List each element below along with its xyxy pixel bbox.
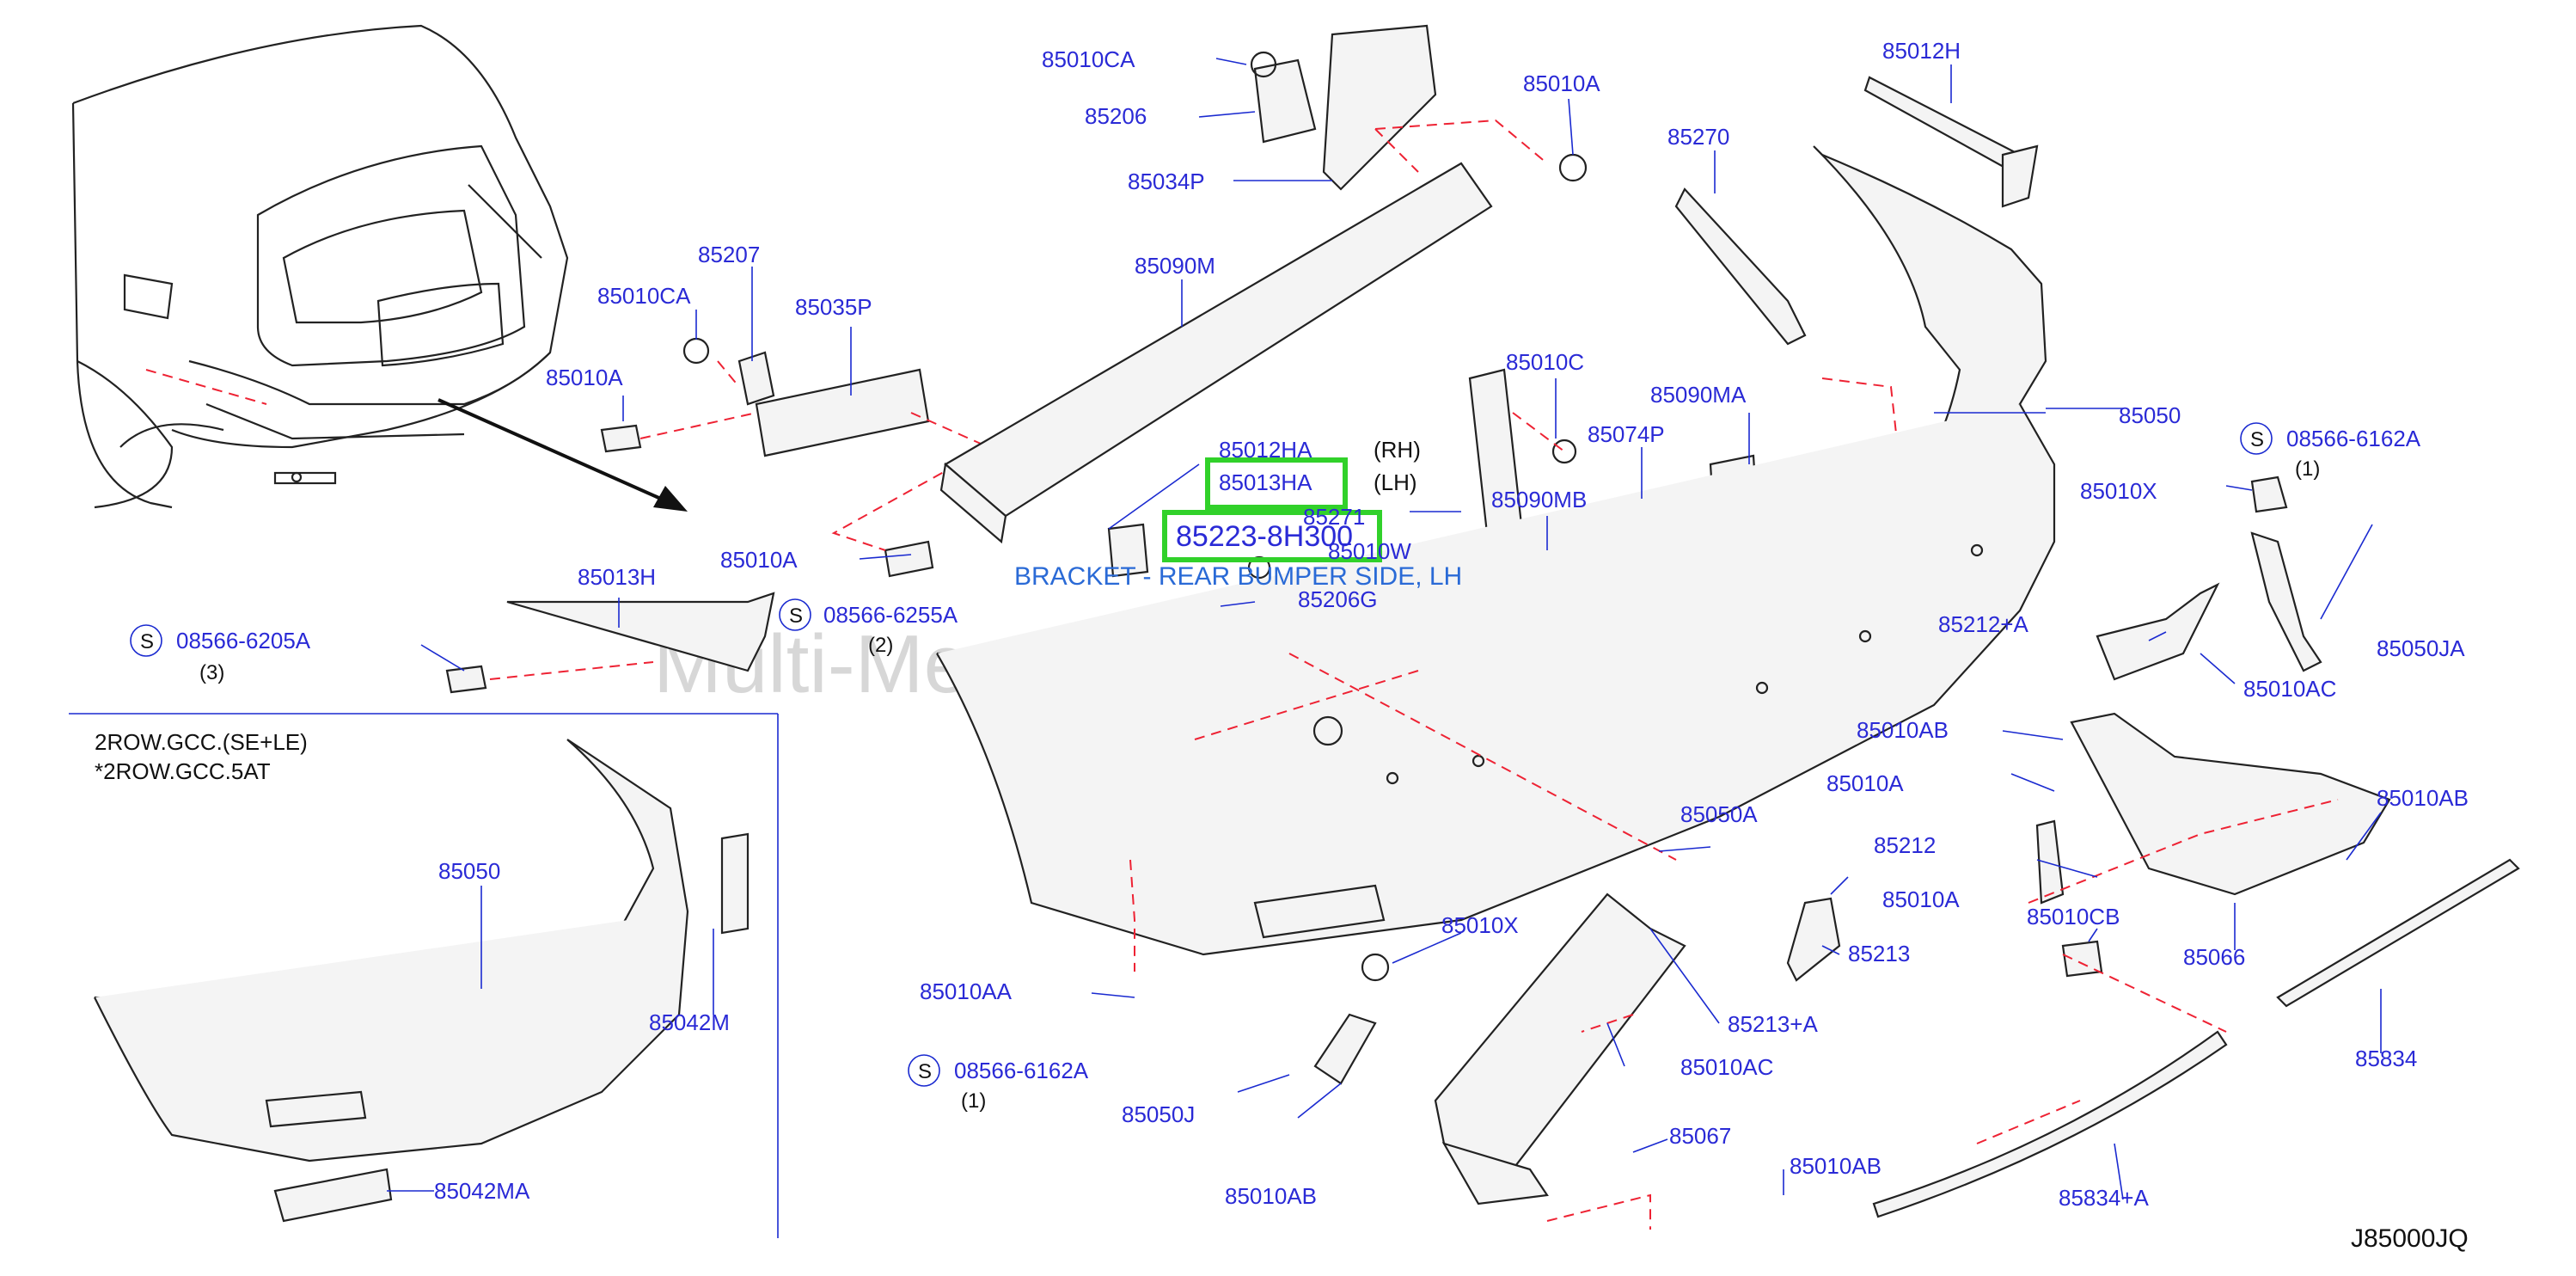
- label-85042m[interactable]: 85042M: [649, 1009, 730, 1035]
- label-85010c[interactable]: 85010C: [1506, 349, 1584, 375]
- top-right-bracket: [1863, 76, 2039, 208]
- label-85010ac-lower[interactable]: 85010AC: [1680, 1054, 1773, 1080]
- vehicle-rear-view: [71, 24, 688, 512]
- label-85010a-left[interactable]: 85010A: [546, 365, 623, 390]
- label-85206g[interactable]: 85206G: [1298, 586, 1378, 612]
- label-85013ha[interactable]: 85013HA: [1219, 469, 1312, 495]
- label-85010x-lower[interactable]: 85010X: [1441, 912, 1519, 938]
- screw-s-1: S: [789, 604, 803, 628]
- label-85042ma[interactable]: 85042MA: [434, 1178, 530, 1204]
- label-08566-6162a-lower[interactable]: 08566-6162A: [954, 1058, 1089, 1083]
- qty-3: (3): [199, 661, 224, 684]
- diagram-code: J85000JQ: [2351, 1224, 2469, 1253]
- label-85050a[interactable]: 85050A: [1680, 801, 1758, 827]
- label-85010ab-lower2[interactable]: 85010AB: [1790, 1153, 1882, 1179]
- label-85010ca-left[interactable]: 85010CA: [597, 283, 691, 309]
- label-85090ma[interactable]: 85090MA: [1650, 382, 1747, 408]
- label-85010a-right[interactable]: 85010A: [1826, 770, 1904, 796]
- screw-s-2: S: [140, 630, 154, 653]
- label-08566-6205a[interactable]: 08566-6205A: [176, 628, 311, 653]
- label-85010x-right[interactable]: 85010X: [2080, 478, 2157, 504]
- label-08566-6255a[interactable]: 08566-6255A: [823, 602, 958, 628]
- label-85066[interactable]: 85066: [2183, 944, 2245, 970]
- label-85035p[interactable]: 85035P: [795, 294, 872, 320]
- label-85212[interactable]: 85212: [1874, 832, 1936, 858]
- right-side-parts: [1313, 475, 2520, 1230]
- label-85050ja[interactable]: 85050JA: [2377, 635, 2465, 661]
- label-85010ab-right1[interactable]: 85010AB: [1857, 717, 1949, 743]
- label-85212a[interactable]: 85212+A: [1938, 611, 2028, 637]
- screw-s-3: S: [2250, 428, 2264, 451]
- screw-symbols: [130, 422, 2273, 1087]
- left-bracket-parts: [445, 337, 991, 694]
- label-85213a[interactable]: 85213+A: [1728, 1011, 1818, 1037]
- label-lh: (LH): [1374, 469, 1417, 495]
- label-85090mb[interactable]: 85090MB: [1491, 487, 1587, 512]
- label-85223-8h300[interactable]: 85223-8H300: [1176, 520, 1353, 553]
- label-85271[interactable]: 85271: [1303, 504, 1365, 530]
- label-85013h[interactable]: 85013H: [578, 564, 656, 590]
- screw-s-4: S: [918, 1060, 932, 1083]
- label-85010ab-right2[interactable]: 85010AB: [2377, 785, 2469, 811]
- label-85010ca-top[interactable]: 85010CA: [1042, 46, 1135, 72]
- label-85050j[interactable]: 85050J: [1122, 1101, 1195, 1127]
- label-85834[interactable]: 85834: [2355, 1046, 2417, 1071]
- highlight-box-85013ha: [1205, 457, 1348, 510]
- qty-1-lower: (1): [961, 1089, 986, 1113]
- label-85090m[interactable]: 85090M: [1135, 253, 1215, 279]
- inset-note-1: 2ROW.GCC.(SE+LE): [95, 729, 308, 755]
- qty-1-right: (1): [2295, 457, 2320, 481]
- label-85010a-lower[interactable]: 85010A: [1882, 886, 1960, 912]
- label-85074p[interactable]: 85074P: [1588, 421, 1665, 447]
- label-85050-main[interactable]: 85050: [2119, 402, 2181, 428]
- label-85010aa[interactable]: 85010AA: [920, 978, 1013, 1004]
- label-rh: (RH): [1374, 437, 1421, 463]
- label-85834a[interactable]: 85834+A: [2059, 1185, 2149, 1211]
- top-upper-parts: [939, 24, 1588, 544]
- label-85034p[interactable]: 85034P: [1128, 169, 1205, 194]
- part-labels: 85010CA 85206 85034P 85010A 85012H 85270…: [95, 38, 2469, 1253]
- label-85010cb[interactable]: 85010CB: [2027, 904, 2120, 929]
- label-85067[interactable]: 85067: [1669, 1123, 1731, 1149]
- qty-2: (2): [868, 634, 893, 657]
- label-85050-inset[interactable]: 85050: [438, 858, 500, 884]
- label-85206[interactable]: 85206: [1085, 103, 1147, 129]
- highlight-caption: BRACKET - REAR BUMPER SIDE, LH: [1014, 562, 1462, 591]
- label-85010ac-right[interactable]: 85010AC: [2243, 676, 2336, 702]
- label-85010w[interactable]: 85010W: [1328, 538, 1411, 564]
- label-85010ab-lower1[interactable]: 85010AB: [1225, 1183, 1317, 1209]
- highlight-box-85223: [1162, 510, 1382, 562]
- label-85270[interactable]: 85270: [1667, 124, 1729, 150]
- inset-note-2: *2ROW.GCC.5AT: [95, 758, 271, 784]
- inset-panel: [69, 713, 779, 1238]
- leader-lines: [387, 58, 2382, 1200]
- label-85012h[interactable]: 85012H: [1882, 38, 1961, 64]
- label-08566-6162a-right[interactable]: 08566-6162A: [2286, 426, 2421, 451]
- arrow-line: [437, 398, 671, 505]
- label-85207[interactable]: 85207: [698, 242, 760, 267]
- label-85213[interactable]: 85213: [1848, 941, 1910, 966]
- arrow-head-icon: [653, 486, 688, 512]
- label-85010a-mid[interactable]: 85010A: [720, 547, 798, 573]
- main-bumper: [936, 145, 2056, 972]
- label-85012ha[interactable]: 85012HA: [1219, 437, 1312, 463]
- label-85010a-top[interactable]: 85010A: [1523, 71, 1600, 96]
